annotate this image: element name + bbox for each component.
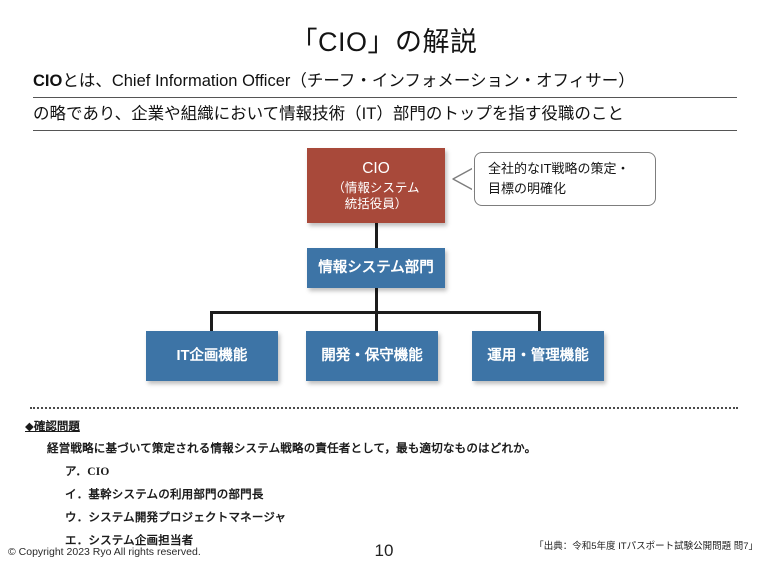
page-title: 「CIO」の解説 [290,27,478,57]
org-node-function-it-planning[interactable]: IT企画機能 [146,331,278,381]
callout-tail-icon [452,166,476,192]
lead-line-1: CIOとは、Chief Information Officer（チーフ・インフォ… [33,68,737,98]
page-number: 10 [374,541,394,560]
copyright-notice: © Copyright 2023 Ryo All rights reserved… [8,546,201,558]
practice-question-block: ◆確認問題 経営戦略に基づいて策定される情報システム戦略の責任者として，最も適切… [25,418,725,555]
quiz-choice-b[interactable]: イ．基幹システムの利用部門の部門長 [65,489,264,501]
org-node-cio[interactable]: CIO （情報システム 統括役員） [307,148,445,223]
quiz-choice-d[interactable]: エ．システム企画担当者 [65,535,194,547]
callout-line-2: 目標の明確化 [488,181,567,196]
org-node-cio-subtitle-line2: 統括役員） [344,196,408,211]
connector-horizontal-bus [210,311,540,314]
org-node-function-1-label: IT企画機能 [176,347,248,364]
connector-bus-to-function-1 [210,311,213,331]
org-node-cio-subtitle-line1: （情報システム [332,180,420,195]
org-node-cio-title: CIO [362,160,390,178]
connector-cio-to-department [375,223,378,248]
org-node-function-3-label: 運用・管理機能 [487,347,589,364]
org-node-function-dev-maintenance[interactable]: 開発・保守機能 [306,331,438,381]
source-citation: 「出典：令和5年度 ITパスポート試験公開問題 問7」 [534,541,758,552]
org-node-function-ops-management[interactable]: 運用・管理機能 [472,331,604,381]
callout-cio-responsibilities: 全社的なIT戦略の策定・ 目標の明確化 [474,152,656,206]
quiz-choice-a[interactable]: ア．CIO [65,466,110,478]
quiz-choice-c[interactable]: ウ．システム開発プロジェクトマネージャ [65,512,287,524]
org-node-department-label: 情報システム部門 [318,259,434,276]
connector-bus-to-function-3 [538,311,541,331]
org-node-department[interactable]: 情報システム部門 [307,248,445,288]
callout-line-1: 全社的なIT戦略の策定・ [488,161,630,176]
org-node-function-2-label: 開発・保守機能 [321,347,423,364]
quiz-heading: ◆確認問題 [25,421,80,433]
lead-line-1-rest: とは、Chief Information Officer（チーフ・インフォメーシ… [62,72,635,90]
lead-line-2: の略であり、企業や組織において情報技術（IT）部門のトップを指す役職のこと [33,101,737,131]
connector-department-to-bus [375,288,378,331]
quiz-question-text: 経営戦略に基づいて策定される情報システム戦略の責任者として，最も適切なものはどれ… [47,443,537,455]
section-divider [30,407,738,409]
lead-paragraph: CIOとは、Chief Information Officer（チーフ・インフォ… [33,68,737,134]
lead-strong-cio: CIO [33,72,63,90]
